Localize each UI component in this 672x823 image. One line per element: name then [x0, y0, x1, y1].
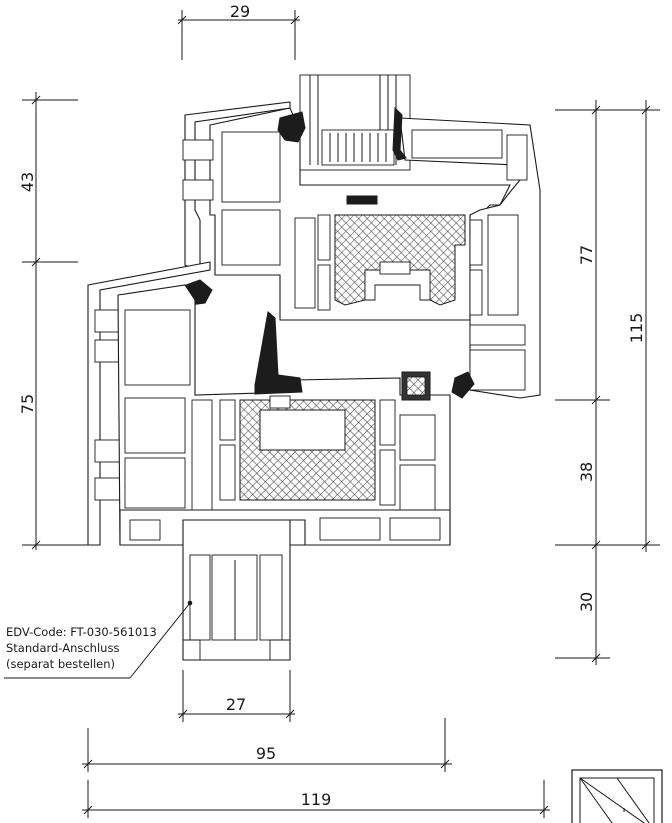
dim-left-lower: 75 — [18, 394, 37, 414]
note-standard-connection: Standard-Anschluss — [6, 641, 119, 655]
dim-top-width: 29 — [230, 2, 250, 21]
frame-profile — [117, 284, 451, 546]
note-order-separately: (separat bestellen) — [6, 657, 115, 671]
dim-bottom-total: 119 — [301, 790, 332, 809]
dim-right-middle: 38 — [577, 462, 596, 482]
connector-note: EDV-Code: FT-030-561013 Standard-Anschlu… — [6, 625, 157, 671]
dimension-lines — [4, 10, 660, 818]
dim-bottom-mid: 95 — [256, 744, 276, 763]
sash-profile — [209, 107, 541, 399]
center-seal — [254, 311, 303, 395]
outer-cladding — [87, 101, 291, 546]
dimension-labels: 29 43 75 77 115 38 30 27 95 119 — [18, 2, 646, 809]
glass-pane — [299, 74, 411, 171]
dim-left-upper: 43 — [18, 172, 37, 192]
dim-right-total: 115 — [627, 313, 646, 344]
cladding-clips — [94, 139, 214, 501]
frame-gaskets — [254, 311, 431, 409]
dim-bottom-profile: 27 — [226, 695, 246, 714]
dim-right-upper: 77 — [577, 245, 596, 265]
note-edv-code: EDV-Code: FT-030-561013 — [6, 625, 157, 639]
frame-insulation-foam — [239, 399, 376, 501]
dim-right-bottom: 30 — [577, 592, 596, 612]
standard-connector-profile — [182, 519, 291, 661]
spacer-bar-ticks — [329, 133, 387, 162]
window-type-icon — [571, 769, 663, 823]
